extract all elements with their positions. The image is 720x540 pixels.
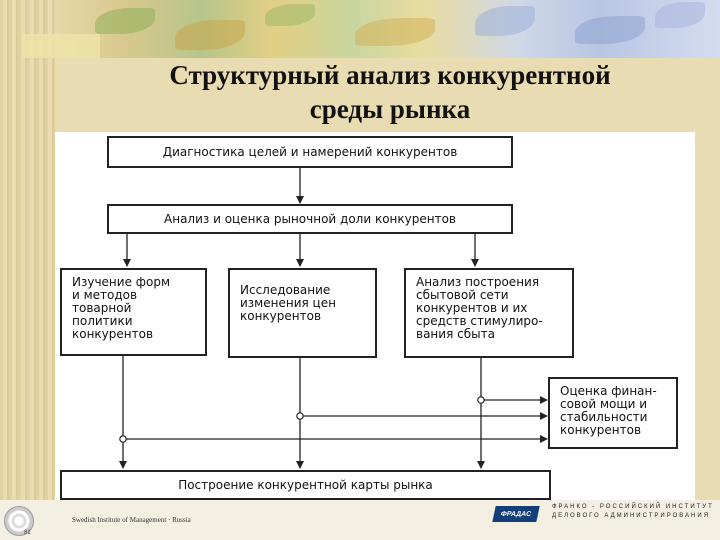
institute-line-1: ФРАНКО - РОССИЙСКИЙ ИНСТИТУТ (552, 504, 714, 510)
flow-diagram: Диагностика целей и намерений конкуренто… (55, 132, 695, 502)
footer-bar (0, 500, 720, 540)
box-market-share-analysis: Анализ и оценка рыночной доли конкуренто… (107, 204, 513, 234)
box-product-policy: Изучение форм и методов товарной политик… (60, 268, 207, 356)
corner-mark: 81 (24, 530, 31, 536)
junction-dot (119, 435, 127, 443)
footer-institute-text: Swedish Institute of Management · Russia (72, 516, 191, 524)
footer-institute-name: ФРАНКО - РОССИЙСКИЙ ИНСТИТУТ ДЕЛОВОГО АД… (552, 503, 720, 521)
parchment-background (0, 0, 55, 540)
title-line-1: Структурный анализ конкурентной (169, 60, 611, 90)
slide-title: Структурный анализ конкурентной среды ры… (100, 58, 680, 126)
junction-dot (477, 396, 485, 404)
junction-dot (296, 412, 304, 420)
fradas-logo: ФРАДАС (492, 506, 540, 522)
spiral-logo (4, 506, 34, 536)
floral-banner (55, 0, 720, 58)
box-price-research: Исследование изменения цен конкурентов (228, 268, 377, 358)
institute-line-2: ДЕЛОВОГО АДМИНИСТРИРОВАНИЯ (552, 513, 711, 519)
title-line-2: среды рынка (309, 94, 471, 124)
decorative-note (22, 34, 100, 58)
box-goals-diagnostics: Диагностика целей и намерений конкуренто… (107, 136, 513, 168)
box-distribution-analysis: Анализ построения сбытовой сети конкурен… (404, 268, 574, 358)
box-financial-assessment: Оценка финан- совой мощи и стабильности … (548, 377, 678, 449)
box-competitive-map: Построение конкурентной карты рынка (60, 470, 551, 500)
